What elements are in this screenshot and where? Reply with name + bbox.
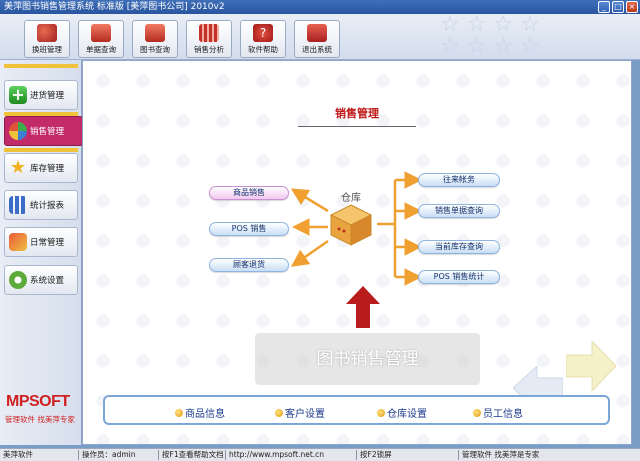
flow-arrows (290, 171, 422, 286)
sidebar-divider (4, 112, 78, 116)
help-icon: ? (253, 24, 273, 42)
quick-link-goods[interactable]: 商品信息 (175, 405, 225, 420)
quick-link-customers[interactable]: 客户设置 (275, 405, 325, 420)
status-bar: 美萍软件 操作员：admin 按F1查看帮助文档 http://www.mpso… (0, 448, 640, 461)
bar-chart-icon (9, 196, 27, 214)
next-arrow-icon[interactable] (566, 341, 616, 391)
status-url[interactable]: http://www.mpsoft.net.cn (229, 450, 325, 459)
exit-icon (307, 24, 327, 42)
status-divider (356, 450, 357, 460)
toolbar-shift-button[interactable]: 换班管理 (24, 20, 70, 58)
status-help-hint: 按F1查看帮助文档 (162, 450, 224, 459)
status-divider (78, 450, 79, 460)
warehouse-label: 仓库 (341, 193, 361, 204)
dot-icon (175, 408, 183, 417)
quick-link-label: 仓库设置 (387, 409, 427, 420)
sidebar-item-inventory[interactable]: ★ 库存管理 (4, 153, 78, 183)
status-operator: 操作员：admin (82, 450, 136, 459)
page-title: 销售管理 (335, 107, 379, 120)
dot-icon (275, 408, 283, 417)
sidebar-item-sales[interactable]: 销售管理 (4, 116, 83, 146)
action-stock-query[interactable]: 当前库存查询 (418, 240, 500, 254)
sidebar-item-daily[interactable]: 日常管理 (4, 227, 78, 257)
dot-icon (377, 408, 385, 417)
sidebar-item-label: 进货管理 (30, 91, 65, 101)
toolbar-analysis-label: 销售分析 (194, 45, 224, 54)
quick-link-label: 商品信息 (185, 409, 225, 420)
sidebar-divider (4, 148, 78, 152)
toolbar-help-label: 软件帮助 (248, 45, 278, 54)
status-slogan: 管理软件 找美萍是专家 (462, 450, 540, 459)
star-icon: ★ (9, 157, 27, 178)
decorative-stars: ☆ ☆ ☆ ☆☆ ☆ ☆ ☆ (440, 12, 540, 59)
chart-icon (199, 24, 219, 42)
sidebar-item-label: 销售管理 (30, 127, 65, 137)
toolbar-analysis-button[interactable]: 销售分析 (186, 20, 232, 58)
module-banner: 图书销售管理 (255, 333, 480, 385)
sidebar-item-settings[interactable]: 系统设置 (4, 265, 78, 295)
action-customer-return[interactable]: 顾客退货 (209, 258, 289, 272)
minimize-button[interactable]: _ (598, 1, 610, 13)
action-goods-sale[interactable]: 商品销售 (209, 186, 289, 200)
toolbar-books-button[interactable]: 图书查询 (132, 20, 178, 58)
up-arrow-icon (346, 286, 380, 328)
sidebar-item-label: 库存管理 (30, 164, 65, 174)
toolbar-exit-label: 退出系统 (302, 45, 332, 54)
toolbar-shift-label: 换班管理 (32, 45, 62, 54)
search-icon (91, 24, 111, 42)
book-icon (145, 24, 165, 42)
gear-icon (9, 271, 27, 289)
toolbar-exit-button[interactable]: 退出系统 (294, 20, 340, 58)
window-controls: _ □ × (598, 1, 638, 13)
sidebar-divider (4, 64, 78, 68)
sidebar-item-purchasing[interactable]: + 进货管理 (4, 80, 78, 110)
window-title-bar: 美萍图书销售管理系统 标准版 [美萍图书公司] 2010v2 _ □ × (0, 0, 640, 14)
toolbar: ☆ ☆ ☆ ☆☆ ☆ ☆ ☆ 换班管理 单据查询 图书查询 销售分析 ? 软件帮… (0, 14, 640, 60)
status-divider (458, 450, 459, 460)
toolbar-receipts-label: 单据查询 (86, 45, 116, 54)
sidebar-item-label: 日常管理 (30, 238, 65, 248)
title-underline (298, 126, 416, 127)
tools-icon (9, 233, 27, 251)
window-title: 美萍图书销售管理系统 标准版 [美萍图书公司] 2010v2 (4, 2, 225, 12)
status-divider (158, 450, 159, 460)
toolbar-receipts-button[interactable]: 单据查询 (78, 20, 124, 58)
close-button[interactable]: × (626, 1, 638, 13)
status-company: 美萍软件 (3, 450, 33, 459)
action-pos-sale[interactable]: POS 销售 (209, 222, 289, 236)
users-icon (37, 24, 57, 42)
logo-slogan: 管理软件 找美萍专家 (5, 415, 75, 424)
plus-icon: + (9, 86, 27, 104)
quick-link-warehouse[interactable]: 仓库设置 (377, 405, 427, 420)
sidebar-item-label: 系统设置 (30, 276, 65, 286)
status-divider (225, 450, 226, 460)
warehouse-box-icon (329, 204, 373, 246)
quick-links-bar: 商品信息 客户设置 仓库设置 员工信息 (103, 395, 610, 425)
sales-management-panel: 销售管理 商品销售 POS 销售 顾客退货 仓库 往来帐务 销售单据查 (82, 60, 632, 445)
toolbar-books-label: 图书查询 (140, 45, 170, 54)
toolbar-help-button[interactable]: ? 软件帮助 (240, 20, 286, 58)
quick-link-label: 员工信息 (483, 409, 523, 420)
globe-icon (9, 122, 27, 140)
sidebar-item-label: 统计报表 (30, 201, 65, 211)
sidebar-item-reports[interactable]: 统计报表 (4, 190, 78, 220)
quick-link-staff[interactable]: 员工信息 (473, 405, 523, 420)
status-lock-hint: 按F2锁屏 (360, 450, 392, 459)
maximize-button[interactable]: □ (612, 1, 624, 13)
action-pos-stats[interactable]: POS 销售统计 (418, 270, 500, 284)
dot-icon (473, 408, 481, 417)
action-sales-receipts[interactable]: 销售单据查询 (418, 204, 500, 218)
mpsoft-logo: MPSOFT (6, 393, 70, 410)
sidebar: + 进货管理 销售管理 ★ 库存管理 统计报表 日常管理 系统设置 MPSOFT… (0, 60, 83, 445)
action-accounts[interactable]: 往来帐务 (418, 173, 500, 187)
quick-link-label: 客户设置 (285, 409, 325, 420)
